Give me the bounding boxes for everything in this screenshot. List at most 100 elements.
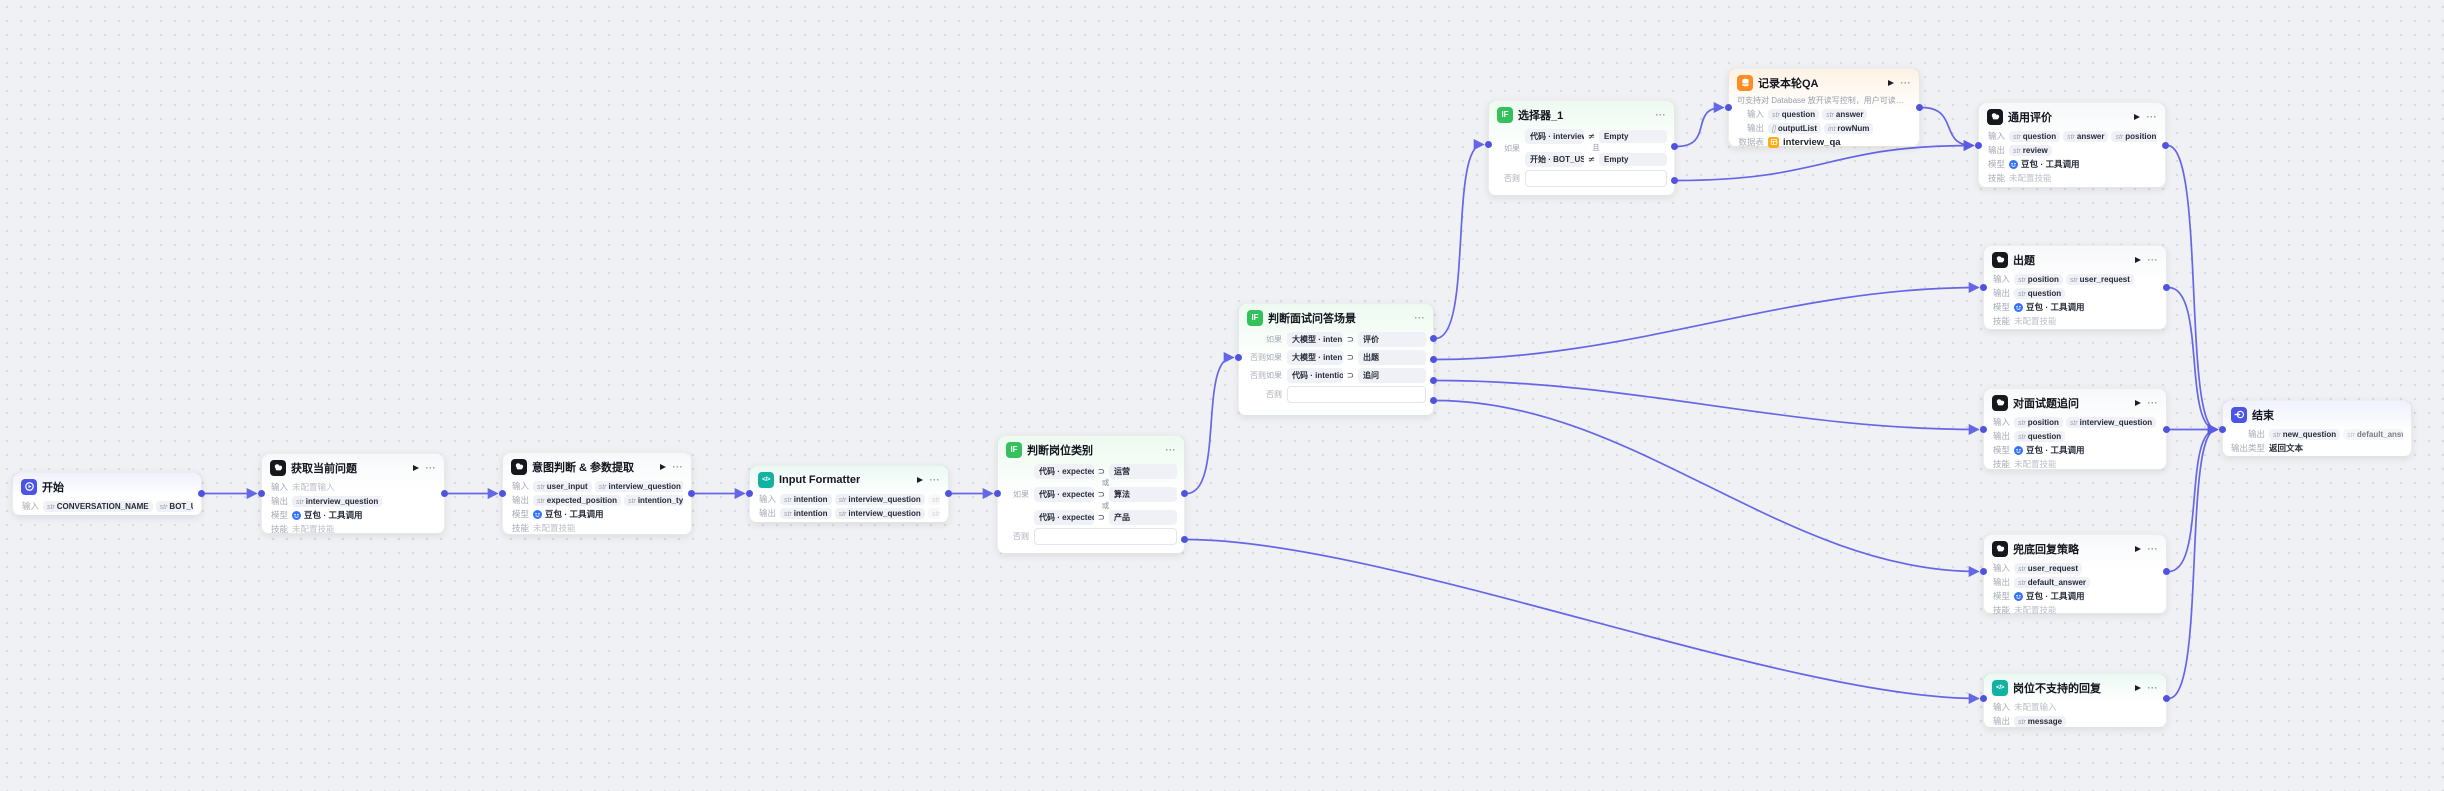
output-port[interactable] bbox=[945, 490, 952, 497]
model-value: 豆包 · 工具调用 bbox=[533, 509, 604, 521]
more-menu-button[interactable]: ··· bbox=[1414, 312, 1425, 323]
input-port[interactable] bbox=[2219, 426, 2226, 433]
input-port[interactable] bbox=[1235, 354, 1242, 361]
node-header: 结束 bbox=[2223, 401, 2411, 426]
elif-output-port[interactable] bbox=[1430, 377, 1437, 384]
edge-selector.if-to-record_qa.in[interactable] bbox=[1676, 101, 1725, 148]
output-port[interactable] bbox=[688, 490, 695, 497]
input-port[interactable] bbox=[1725, 104, 1732, 111]
run-node-button[interactable] bbox=[2133, 113, 2140, 120]
more-menu-button[interactable]: ··· bbox=[1655, 109, 1666, 120]
run-node-button[interactable] bbox=[2134, 545, 2141, 552]
not-configured-text: 未配置输入 bbox=[2014, 702, 2057, 713]
output-port[interactable] bbox=[2163, 695, 2170, 702]
else-output-port[interactable] bbox=[1671, 177, 1678, 184]
edge-scene_check.elif1-to-question_gen.in[interactable] bbox=[1435, 281, 1980, 361]
row-label: 输入 bbox=[1992, 702, 2010, 713]
node-description: 可支持对 Database 放开读写控制，用户可读写其他用户提交… bbox=[1737, 96, 1911, 105]
edge-fallback.out-to-end.in[interactable] bbox=[2168, 424, 2219, 573]
more-menu-button[interactable]: ··· bbox=[929, 474, 940, 485]
input-port[interactable] bbox=[1980, 284, 1987, 291]
more-menu-button[interactable]: ··· bbox=[2147, 543, 2158, 554]
edge-question_gen.out-to-end.in[interactable] bbox=[2168, 286, 2219, 435]
output-port[interactable] bbox=[441, 490, 448, 497]
more-menu-button[interactable]: ··· bbox=[2146, 111, 2157, 122]
edge-scene_check.else-to-fallback.in[interactable] bbox=[1435, 399, 1980, 578]
edge-record_qa.out-to-review.in[interactable] bbox=[1921, 106, 1975, 152]
else-output-port[interactable] bbox=[1430, 397, 1437, 404]
input-port[interactable] bbox=[1980, 695, 1987, 702]
node-scene-check[interactable]: IF 判断面试问答场景 ··· 如果 大模型 · inten…⊃评价 否则如果 … bbox=[1235, 303, 1437, 416]
run-node-button[interactable] bbox=[412, 464, 419, 471]
more-menu-button[interactable]: ··· bbox=[2147, 397, 2158, 408]
edge-selector.else-to-review.in[interactable] bbox=[1676, 139, 1975, 182]
row-label: 输出 bbox=[1746, 123, 1764, 134]
input-port[interactable] bbox=[1980, 426, 1987, 433]
more-menu-button[interactable]: ··· bbox=[1900, 77, 1911, 88]
run-node-button[interactable] bbox=[1887, 79, 1894, 86]
output-port[interactable] bbox=[2163, 568, 2170, 575]
output-port[interactable] bbox=[2163, 284, 2170, 291]
input-port[interactable] bbox=[1980, 568, 1987, 575]
input-port[interactable] bbox=[499, 490, 506, 497]
row-label: 模型 bbox=[1992, 591, 2010, 602]
more-menu-button[interactable]: ··· bbox=[1165, 444, 1176, 455]
if-output-port[interactable] bbox=[1181, 490, 1188, 497]
llm-icon bbox=[270, 459, 286, 476]
edge-pos_check.if-to-scene_check.in[interactable] bbox=[1186, 352, 1235, 495]
input-port[interactable] bbox=[1485, 141, 1492, 148]
if-output-port[interactable] bbox=[1671, 143, 1678, 150]
input-port[interactable] bbox=[258, 490, 265, 497]
edge-review.out-to-end.in[interactable] bbox=[2167, 144, 2219, 435]
more-menu-button[interactable]: ··· bbox=[2147, 254, 2158, 265]
run-node-button[interactable] bbox=[916, 476, 923, 483]
node-selector-1[interactable]: IF 选择器_1 ··· 如果 代码 · interview…≠Empty 且 … bbox=[1485, 100, 1678, 196]
edge-pos_check.else-to-unsupported.in[interactable] bbox=[1186, 538, 1980, 705]
input-port[interactable] bbox=[746, 490, 753, 497]
input-port[interactable] bbox=[1975, 142, 1982, 149]
output-port[interactable] bbox=[1916, 104, 1923, 111]
node-record-qa[interactable]: 记录本轮QA ··· 可支持对 Database 放开读写控制，用户可读写其他用… bbox=[1725, 68, 1923, 148]
run-node-button[interactable] bbox=[659, 463, 666, 470]
row-label: 技能 bbox=[511, 523, 529, 534]
elif-output-port[interactable] bbox=[1430, 356, 1437, 363]
more-menu-button[interactable]: ··· bbox=[672, 461, 683, 472]
edge-scene_check.if-to-selector.in[interactable] bbox=[1435, 139, 1485, 340]
edge-unsupported.out-to-end.in[interactable] bbox=[2168, 424, 2219, 700]
run-node-button[interactable] bbox=[2134, 256, 2141, 263]
start-icon bbox=[21, 478, 37, 495]
output-port[interactable] bbox=[2162, 142, 2169, 149]
edge-scene_check.elif2-to-followup.in[interactable] bbox=[1435, 379, 1980, 436]
output-port[interactable] bbox=[2163, 426, 2170, 433]
input-port[interactable] bbox=[994, 490, 1001, 497]
more-menu-button[interactable]: ··· bbox=[425, 462, 436, 473]
run-node-button[interactable] bbox=[2134, 399, 2141, 406]
run-node-button[interactable] bbox=[2134, 684, 2141, 691]
more-menu-button[interactable]: ··· bbox=[2147, 682, 2158, 693]
node-position-check[interactable]: IF 判断岗位类别 ··· 如果 代码 · expected…⊃运营 或 代码 … bbox=[994, 435, 1188, 554]
else-output-port[interactable] bbox=[1181, 536, 1188, 543]
if-output-port[interactable] bbox=[1430, 335, 1437, 342]
model-value: 豆包 · 工具调用 bbox=[2014, 591, 2085, 603]
output-port[interactable] bbox=[198, 490, 205, 497]
row-label: 输出 bbox=[758, 508, 776, 519]
